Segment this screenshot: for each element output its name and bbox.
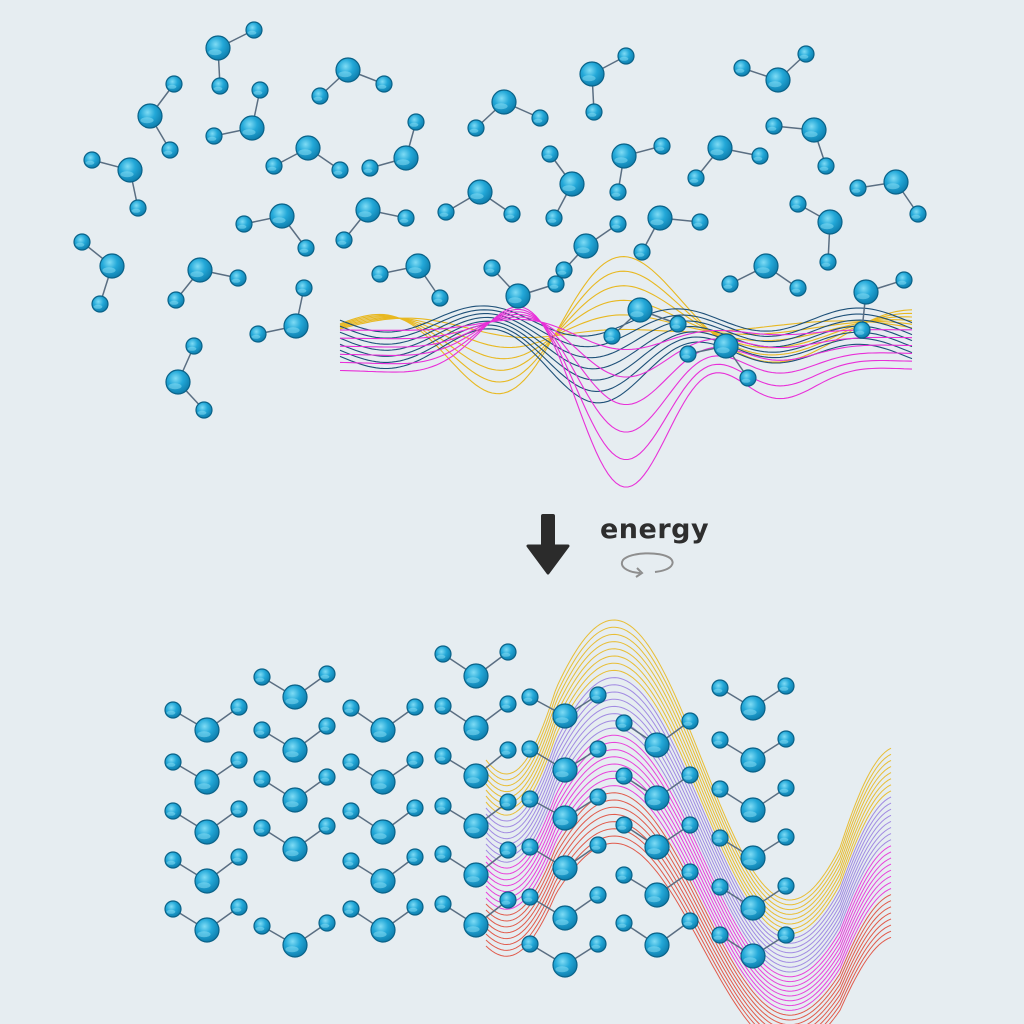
water-molecule	[253, 665, 336, 710]
water-molecule	[615, 816, 699, 860]
rotation-icon	[621, 552, 674, 578]
water-molecule	[609, 137, 671, 201]
water-molecule	[167, 257, 247, 309]
water-molecule	[249, 279, 313, 343]
down-arrow-icon	[526, 514, 570, 575]
water-molecule	[137, 75, 183, 159]
water-molecule	[521, 935, 607, 978]
water-molecule	[434, 891, 517, 938]
water-molecule	[434, 741, 517, 789]
disordered-molecules	[73, 21, 927, 419]
water-molecule	[687, 135, 769, 187]
water-molecule	[83, 151, 147, 217]
water-molecule	[521, 740, 607, 783]
water-molecule	[434, 695, 517, 741]
water-molecule	[541, 145, 585, 227]
water-molecule	[311, 57, 393, 105]
water-molecule	[711, 877, 795, 921]
water-molecule	[849, 169, 927, 223]
water-molecule	[164, 698, 248, 743]
water-molecule	[235, 203, 315, 257]
water-molecule	[483, 259, 565, 309]
water-molecule	[253, 817, 336, 862]
water-molecule	[521, 686, 607, 729]
water-molecule	[765, 117, 835, 175]
water-molecule	[633, 205, 709, 261]
water-molecule	[342, 898, 424, 943]
ordered-molecule-lattice	[164, 643, 795, 978]
water-molecule	[711, 828, 795, 871]
water-molecule	[342, 799, 424, 845]
water-molecule	[615, 863, 699, 908]
water-molecule	[615, 912, 699, 958]
top-wave-bundle	[339, 256, 913, 488]
water-molecule	[253, 717, 336, 763]
water-molecule	[711, 730, 795, 773]
water-molecule	[205, 81, 269, 145]
water-molecule	[371, 253, 449, 307]
water-molecule	[711, 779, 795, 823]
water-molecule	[335, 197, 415, 249]
water-molecule	[434, 643, 517, 689]
water-molecule	[164, 898, 248, 943]
water-molecule	[615, 712, 699, 758]
water-molecule	[253, 768, 336, 813]
water-molecule	[521, 886, 607, 931]
water-molecule	[615, 766, 699, 811]
water-molecule	[342, 848, 424, 894]
water-molecule	[73, 233, 125, 313]
water-molecule	[361, 113, 425, 177]
water-molecule	[205, 21, 263, 95]
water-molecule	[164, 751, 248, 795]
water-molecule	[467, 89, 549, 137]
water-molecule	[164, 800, 248, 845]
water-molecule	[253, 914, 336, 958]
water-molecule	[434, 841, 517, 888]
water-molecule	[342, 698, 424, 743]
water-molecule	[603, 297, 687, 345]
water-molecule	[342, 751, 424, 795]
water-molecule	[265, 135, 349, 179]
water-molecule	[679, 333, 757, 387]
water-molecule	[164, 848, 248, 894]
water-molecule	[434, 793, 517, 839]
water-molecule	[711, 677, 795, 721]
water-molecule	[165, 337, 213, 419]
water-molecule	[555, 215, 627, 279]
water-molecule	[579, 47, 635, 121]
water-molecule	[789, 195, 843, 271]
water-molecule	[721, 253, 807, 297]
water-molecule	[437, 179, 521, 223]
energy-label: energy	[600, 514, 710, 545]
water-molecule	[853, 271, 913, 339]
water-molecule	[733, 45, 815, 93]
water-molecule	[711, 926, 795, 969]
water-molecule	[521, 836, 607, 881]
water-molecule	[521, 788, 607, 831]
